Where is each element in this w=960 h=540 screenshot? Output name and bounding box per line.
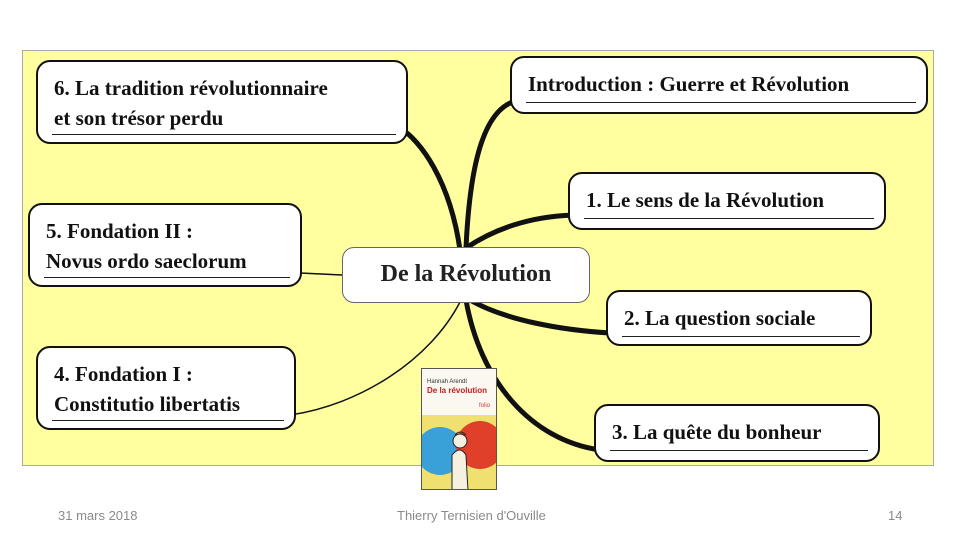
connector-b3 <box>463 297 603 453</box>
footer-author: Thierry Ternisien d'Ouville <box>397 508 546 523</box>
connector-b5 <box>299 272 343 276</box>
branch-1: 1. Le sens de la Révolution <box>568 172 886 230</box>
branch-intro-label: Introduction : Guerre et Révolution <box>528 72 850 96</box>
branch-6-line1: 6. La tradition révolutionnaire <box>54 76 328 100</box>
branch-intro: Introduction : Guerre et Révolution <box>510 56 928 114</box>
center-node: De la Révolution <box>342 247 590 303</box>
branch-5-line2: Novus ordo saeclorum <box>46 249 247 273</box>
branch-3: 3. La quête du bonheur <box>594 404 880 462</box>
branch-4: 4. Fondation I : Constitutio libertatis <box>36 346 296 430</box>
book-publisher: folio <box>478 403 490 409</box>
branch-intro-underline <box>526 102 916 103</box>
connector-b2 <box>467 297 613 336</box>
connector-b4 <box>289 301 461 416</box>
branch-3-label: 3. La quête du bonheur <box>612 420 822 444</box>
branch-1-label: 1. Le sens de la Révolution <box>586 188 825 212</box>
footer-page-number: 14 <box>888 508 903 523</box>
book-title: De la révolution <box>427 386 488 395</box>
branch-5-underline <box>44 277 290 278</box>
branch-2: 2. La question sociale <box>606 290 872 346</box>
branch-5: 5. Fondation II : Novus ordo saeclorum <box>28 203 302 287</box>
connector-b1 <box>463 212 583 251</box>
branch-1-underline <box>584 218 874 219</box>
footer-date: 31 mars 2018 <box>58 508 138 523</box>
branch-6-underline <box>52 134 396 135</box>
branch-2-label: 2. La question sociale <box>624 306 816 330</box>
branch-4-line2: Constitutio libertatis <box>54 392 241 416</box>
book-author: Hannah Arendt <box>427 379 468 385</box>
branch-4-underline <box>52 420 284 421</box>
book-cover-image: Hannah Arendt De la révolution folio <box>421 368 497 490</box>
connector-intro <box>463 97 523 251</box>
book-cover-art <box>422 415 496 489</box>
connector-b6 <box>397 125 463 253</box>
branch-6-line2: et son trésor perdu <box>54 106 224 130</box>
branch-2-underline <box>622 336 860 337</box>
branch-6: 6. La tradition révolutionnaire et son t… <box>36 60 408 144</box>
branch-3-underline <box>610 450 868 451</box>
branch-4-line1: 4. Fondation I : <box>54 362 193 386</box>
branch-5-line1: 5. Fondation II : <box>46 219 194 243</box>
book-cover-header <box>422 369 496 415</box>
